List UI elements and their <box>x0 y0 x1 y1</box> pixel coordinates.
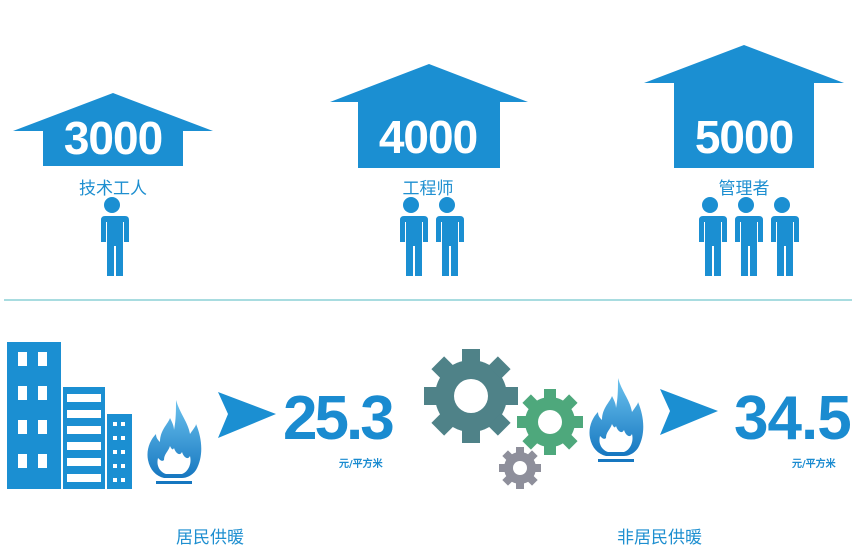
buildings-icon <box>7 342 132 489</box>
role-label: 管理者 <box>718 179 770 199</box>
flame-icon <box>589 378 644 462</box>
person-icon <box>769 197 799 276</box>
staff-group-engineer: 4000 工程师 <box>320 0 540 290</box>
person-icon <box>434 197 464 276</box>
staff-count: 5000 <box>694 111 794 163</box>
heating-caption: 居民供暖 <box>176 528 244 548</box>
staff-group-technician: 3000 技术工人 <box>0 0 230 290</box>
role-label: 技术工人 <box>79 179 147 199</box>
role-label: 工程师 <box>402 179 454 199</box>
heating-residential: 25.3 元/平方米 居民供暖 <box>0 330 420 556</box>
heating-caption: 非居民供暖 <box>617 528 702 548</box>
price-unit: 元/平方米 <box>339 459 383 470</box>
staff-count: 4000 <box>378 111 478 163</box>
person-icon <box>697 197 727 276</box>
person-icon <box>398 197 428 276</box>
staff-count: 3000 <box>63 112 163 164</box>
flame-icon <box>147 400 202 484</box>
section-divider <box>4 299 852 301</box>
staff-group-manager: 5000 管理者 <box>630 0 857 290</box>
price-value: 25.3 <box>283 384 395 453</box>
house-icon <box>330 64 528 168</box>
gears-icon <box>424 349 583 489</box>
person-icon <box>733 197 763 276</box>
heating-non-residential: 34.5 元/平方米 非居民供暖 <box>420 330 857 556</box>
price-unit: 元/平方米 <box>792 459 836 470</box>
house-icon <box>644 45 844 168</box>
house-icon <box>13 93 213 166</box>
price-value: 34.5 <box>734 384 852 453</box>
person-icon <box>99 197 129 276</box>
arrow-right-icon <box>660 389 718 435</box>
arrow-right-icon <box>218 392 276 438</box>
